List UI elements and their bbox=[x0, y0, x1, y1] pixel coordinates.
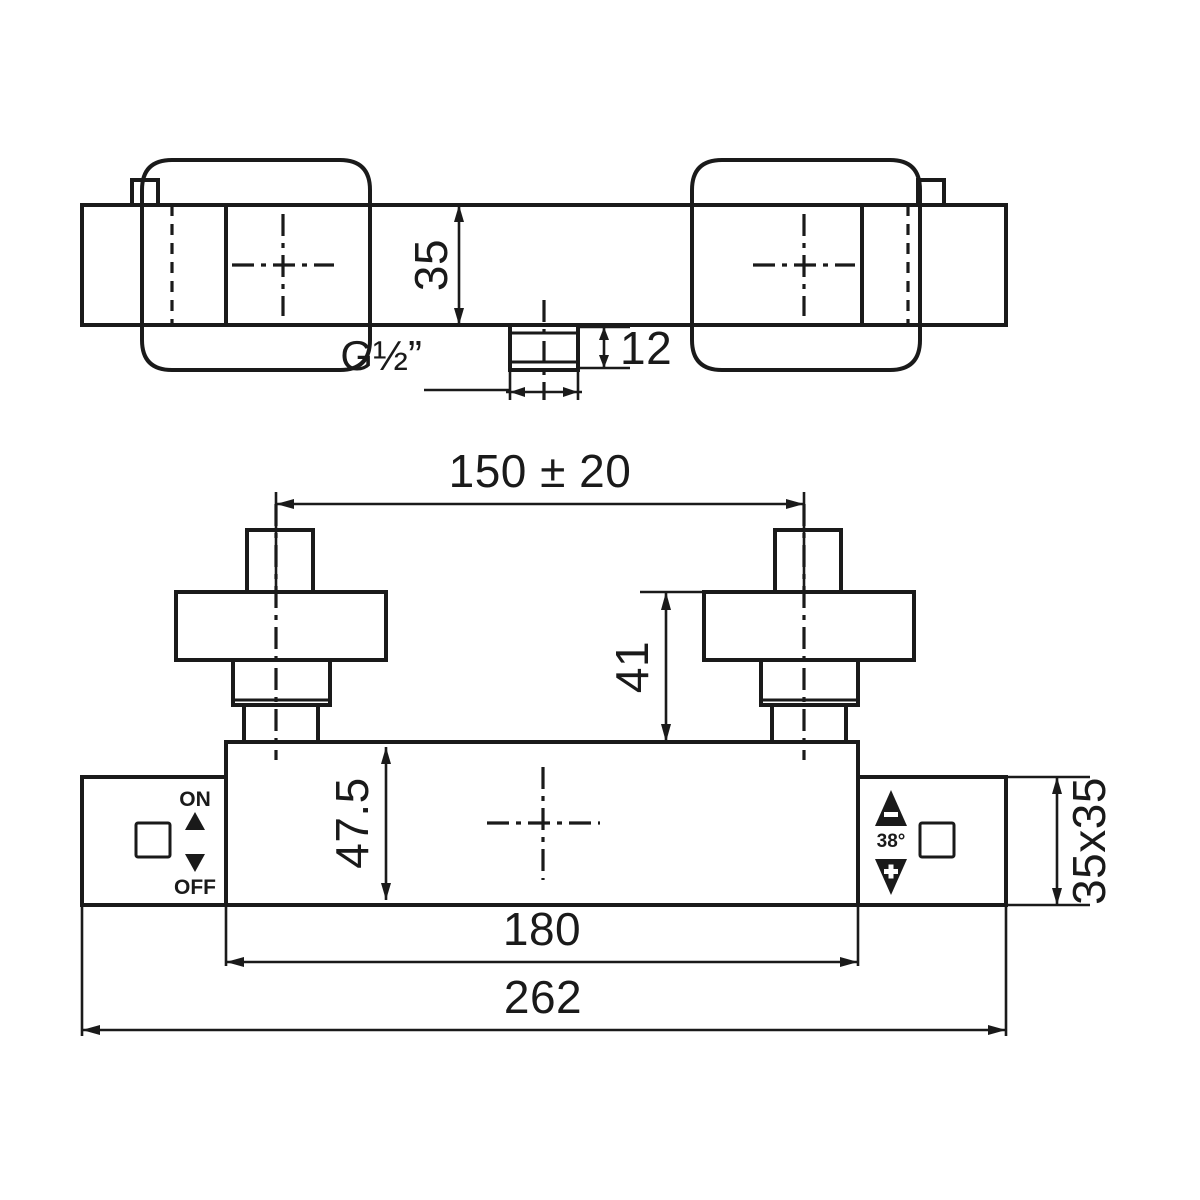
temperature-setpoint-label: 38° bbox=[877, 831, 906, 852]
top-view: 35 G½” 12 bbox=[80, 158, 1008, 400]
top-view-left-handle bbox=[140, 158, 372, 372]
right-inlet-hex-nut bbox=[759, 658, 860, 707]
right-inlet-nipple bbox=[773, 528, 843, 594]
top-view-right-tab bbox=[916, 178, 946, 207]
dimension-inlet-spacing: 150 ± 20 bbox=[274, 445, 806, 590]
flow-down-arrow-icon[interactable] bbox=[185, 854, 205, 872]
dimension-label-12: 12 bbox=[620, 322, 672, 374]
top-view-left-center-cross bbox=[232, 214, 334, 316]
dimension-outlet-thread: G½” bbox=[340, 332, 582, 400]
dimension-label-150: 150 ± 20 bbox=[449, 445, 632, 497]
top-view-left-tab bbox=[130, 178, 160, 207]
dimension-label-41: 41 bbox=[606, 641, 658, 693]
dimension-label-35x35: 35x35 bbox=[1063, 777, 1115, 905]
top-view-body-outline bbox=[80, 203, 1008, 327]
dimension-overall-width: 262 bbox=[80, 905, 1008, 1036]
dimension-body-height: 47.5 bbox=[326, 747, 391, 900]
top-view-right-handle bbox=[690, 158, 922, 372]
outlet-spout bbox=[504, 300, 584, 400]
dimension-top-view-height: 35 bbox=[405, 205, 464, 325]
right-inlet-assembly bbox=[702, 504, 916, 760]
left-inlet-flange bbox=[174, 590, 388, 662]
dimension-outlet-length: 12 bbox=[578, 322, 672, 374]
dimension-label-thread: G½” bbox=[340, 332, 422, 379]
dimension-cross-section: 35x35 bbox=[1006, 775, 1115, 907]
dimension-body-width: 180 bbox=[224, 903, 860, 967]
left-inlet-hex-nut bbox=[231, 658, 332, 707]
flow-up-arrow-icon[interactable] bbox=[185, 812, 205, 830]
dimension-label-35: 35 bbox=[405, 239, 457, 291]
flow-off-label: OFF bbox=[174, 876, 216, 899]
left-control-panel[interactable]: ON OFF bbox=[80, 775, 228, 907]
top-view-right-center-cross bbox=[753, 214, 855, 316]
temperature-handle-square[interactable] bbox=[918, 821, 956, 859]
flow-on-label: ON bbox=[179, 788, 211, 811]
dimension-inlet-height: 41 bbox=[606, 590, 706, 744]
front-view: 150 ± 20 bbox=[80, 445, 1115, 1036]
flow-handle-square[interactable] bbox=[134, 821, 172, 859]
left-inlet-assembly bbox=[174, 504, 388, 760]
left-inlet-nipple bbox=[245, 528, 315, 594]
temperature-up-arrow-icon[interactable] bbox=[875, 790, 907, 826]
dimension-label-180: 180 bbox=[503, 903, 581, 955]
body-center-cross bbox=[487, 767, 600, 880]
right-inlet-flange bbox=[702, 590, 916, 662]
dimension-label-262: 262 bbox=[504, 971, 582, 1023]
temperature-down-arrow-icon[interactable] bbox=[875, 859, 907, 895]
dimension-label-475: 47.5 bbox=[326, 777, 378, 869]
right-control-panel[interactable]: 38° bbox=[856, 775, 1008, 907]
